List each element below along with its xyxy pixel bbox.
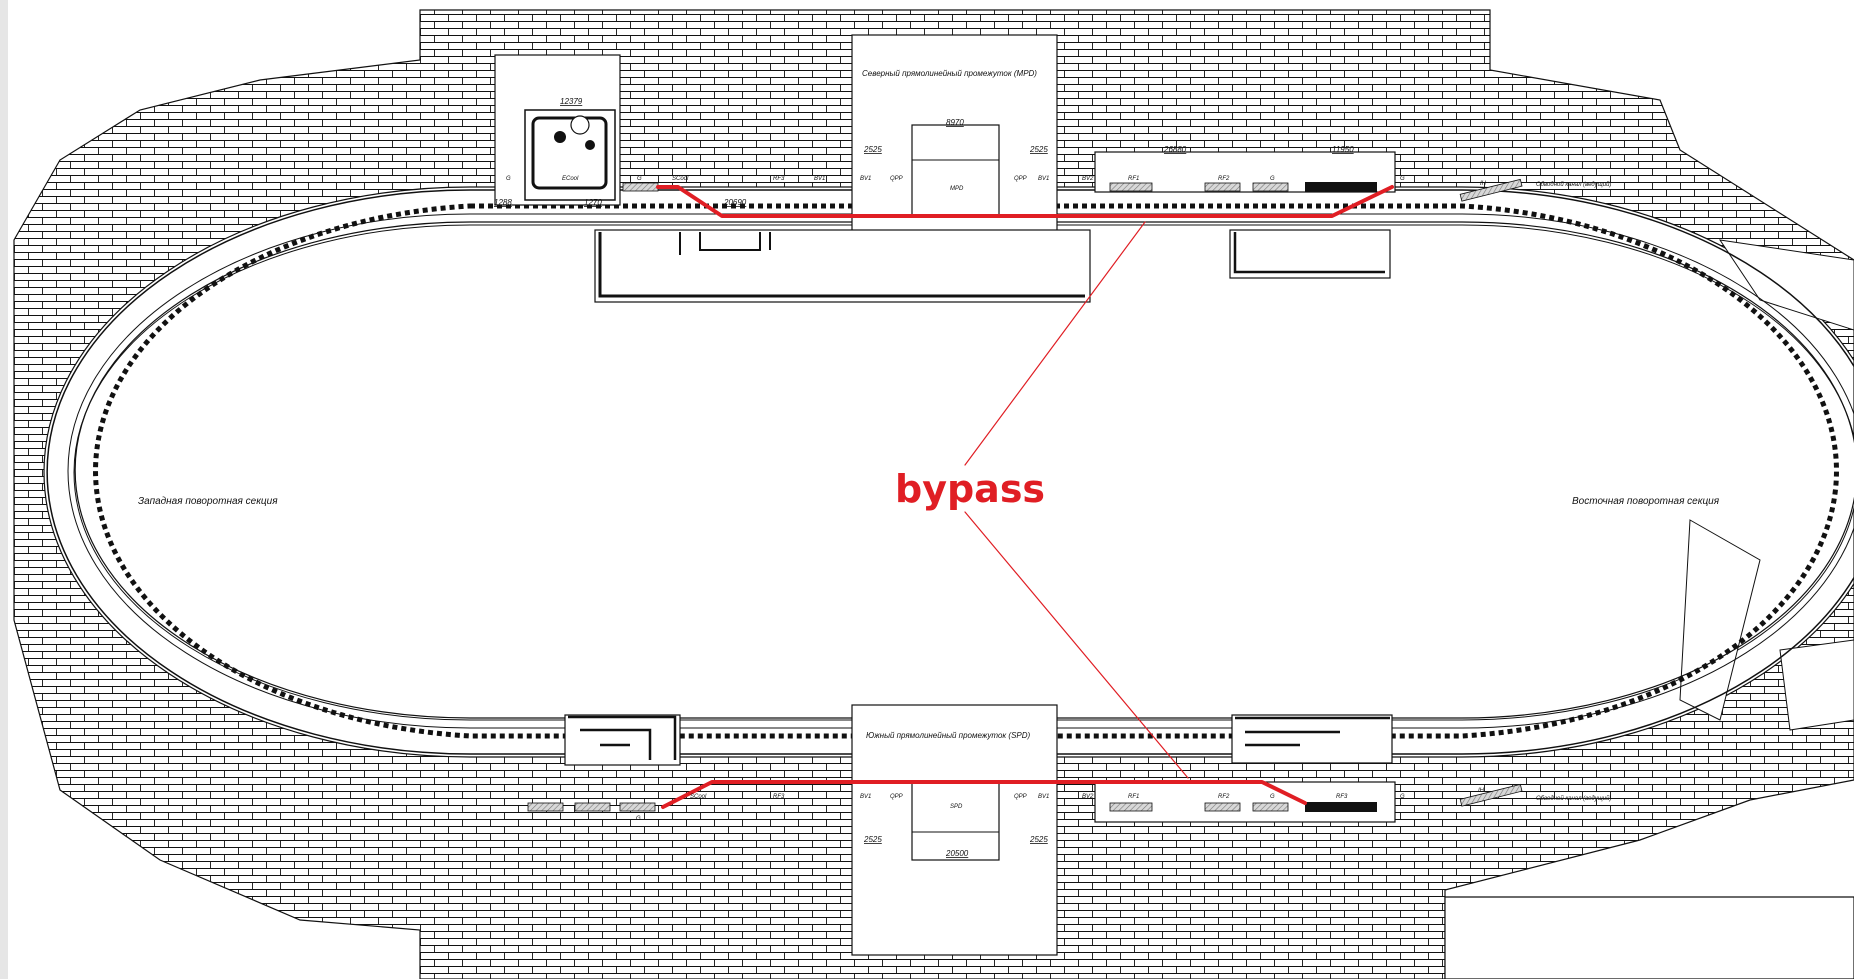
rf1-north-label: RF1 <box>1128 176 1139 182</box>
ring-tunnel-outer <box>46 189 1854 755</box>
rf1-north <box>1109 182 1153 192</box>
mpd-detector <box>911 124 1000 216</box>
spd-label: SPD <box>950 804 963 810</box>
ecool-room <box>524 109 616 201</box>
ih-south-label: IH <box>1478 788 1485 794</box>
scool-label-north: SCool <box>672 176 689 182</box>
dim-1270: 1270 <box>584 198 602 207</box>
dim-20500: 20500 <box>945 849 969 858</box>
page-edge <box>0 0 8 979</box>
rf2-north-label: RF2 <box>1218 176 1230 182</box>
bypass-pointer-south <box>964 511 1189 779</box>
g-north-d: G <box>1400 176 1405 182</box>
ring-interior <box>73 224 1854 721</box>
ecool-tank-3 <box>585 140 595 150</box>
north-annex-right <box>1229 229 1391 279</box>
beam-pipe-inner <box>67 213 1854 729</box>
ecool-tank-2 <box>554 131 566 143</box>
g-south-2 <box>1252 802 1289 812</box>
blank-region <box>1444 896 1854 979</box>
rf1-south-label: RF1 <box>1128 794 1139 800</box>
dim-11950: 11950 <box>1332 145 1354 154</box>
g-north-2 <box>1252 182 1289 192</box>
bv2-south: BV2 <box>1082 794 1094 800</box>
dim-8970: 8970 <box>946 118 964 127</box>
g-south-a: G <box>636 816 641 822</box>
rf3-north-label: RF3 <box>773 176 785 182</box>
bv1-south-a: BV1 <box>860 794 871 800</box>
bv1-north-a: BV1 <box>814 176 825 182</box>
rf1-south-left <box>527 802 564 812</box>
qpp-south-b: QPP <box>1014 794 1027 800</box>
north-annex-channel <box>679 232 771 255</box>
rf2-south-label: RF2 <box>1218 794 1230 800</box>
bypass-north <box>656 185 1394 218</box>
ecool-tank-1 <box>570 115 590 135</box>
north-annex-right-wall <box>1233 232 1385 274</box>
east-section-label: Восточная поворотная секция <box>1572 496 1720 507</box>
g-north-c: G <box>1270 176 1275 182</box>
dim-2525-north-left: 2525 <box>863 145 882 154</box>
south-straight <box>527 704 1523 956</box>
rf3b-south-label: RF3 <box>1336 794 1348 800</box>
rf3-block-north <box>1305 182 1377 192</box>
ih-north-label: IH <box>1480 181 1487 187</box>
south-annex-left-wall <box>568 715 677 760</box>
west-section-label: Западная поворотная секция <box>138 496 278 507</box>
dim-26880: 26880 <box>1163 145 1187 154</box>
qpp-south-a: QPP <box>890 794 903 800</box>
ih-south <box>1459 783 1523 807</box>
g-south-b: G <box>1270 794 1275 800</box>
north-annex-left <box>594 229 1091 303</box>
dim-2525-north-right: 2525 <box>1029 145 1048 154</box>
dim-1288: 1288 <box>494 198 512 207</box>
rf1-south <box>1109 802 1153 812</box>
beam-pipe <box>93 203 1839 739</box>
g-north-b: G <box>637 176 642 182</box>
north-straight <box>494 34 1523 303</box>
rf2-south-left <box>574 802 611 812</box>
ecool-magnet <box>531 116 608 190</box>
bypass-pointer-north <box>964 221 1146 466</box>
bv1-south-b: BV1 <box>1038 794 1049 800</box>
dim-12379: 12379 <box>560 97 583 106</box>
rf2-north <box>1204 182 1241 192</box>
ecool-label: ECool <box>562 176 579 182</box>
mpd-label: MPD <box>950 186 964 192</box>
qpp-north-b: QPP <box>1014 176 1027 182</box>
bv1-north-b: BV1 <box>860 176 871 182</box>
bypass-lines <box>656 185 1394 809</box>
south-annex-right-wall <box>1235 716 1390 747</box>
bv2-north: BV2 <box>1082 176 1094 182</box>
rf2-south <box>1204 802 1241 812</box>
rf3-block-south <box>1305 802 1377 812</box>
ih-north-note: Обводной канал (ведущий) <box>1536 181 1611 188</box>
bypass-label: bypass <box>895 467 1045 511</box>
ih-south-note: Обводной канал (ведущий) <box>1536 795 1611 802</box>
ring-tunnel-inner <box>74 221 1854 719</box>
g-north-a: G <box>506 176 511 182</box>
qpp-north-a: QPP <box>890 176 903 182</box>
g-south-1 <box>619 802 656 812</box>
ih-north <box>1459 178 1523 202</box>
south-annex-left <box>564 714 681 766</box>
g-south-c: G <box>1400 794 1405 800</box>
rf3-south-label: RF3 <box>773 794 785 800</box>
east-structure <box>1679 239 1854 731</box>
south-annex-right <box>1231 714 1393 764</box>
north-annex-left-wall <box>598 232 1085 298</box>
g-north-1 <box>622 182 659 192</box>
bypass-south <box>661 780 1307 809</box>
dim-2525-south-left: 2525 <box>863 835 882 844</box>
scool-label-south: SCool <box>690 794 707 800</box>
south-straight-label: Южный прямолинейный промежуток (SPD) <box>866 731 1031 740</box>
dim-2525-south-right: 2525 <box>1029 835 1048 844</box>
bv1-north-c: BV1 <box>1038 176 1049 182</box>
dim-20690: 20690 <box>723 198 747 207</box>
north-straight-label: Северный прямолинейный промежуток (MPD) <box>862 69 1037 78</box>
